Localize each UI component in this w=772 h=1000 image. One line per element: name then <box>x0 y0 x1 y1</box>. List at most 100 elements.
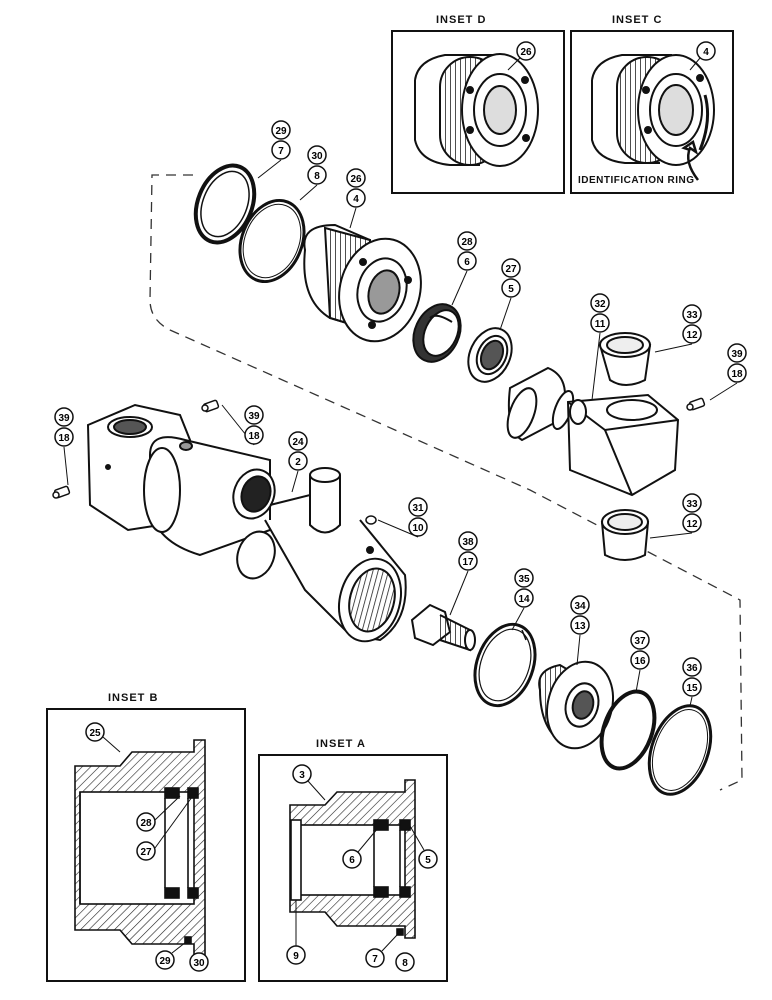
callout-circle <box>54 407 74 427</box>
leader-line <box>499 297 512 331</box>
svg-text:9: 9 <box>293 951 299 962</box>
callout-31-10: 31 10 <box>377 497 428 538</box>
callout-number-top: 24 <box>292 437 304 448</box>
rod-eye-11 <box>566 393 680 497</box>
callout-number-bottom: 17 <box>462 557 474 568</box>
callout-circle <box>590 293 610 313</box>
piston-bolt-17 <box>410 603 476 652</box>
callout-inset-b-25: 25 <box>85 722 121 753</box>
callout-33-12: 33 12 <box>649 493 702 539</box>
leader-line <box>576 634 581 666</box>
svg-text:29: 29 <box>159 956 171 967</box>
callout-number-top: 39 <box>58 413 70 424</box>
svg-text:3: 3 <box>299 770 305 781</box>
svg-text:5: 5 <box>425 855 431 866</box>
callout-circle <box>408 497 428 517</box>
callout-30-8: 30 8 <box>299 145 327 201</box>
leader-line <box>451 270 468 306</box>
callout-circle <box>346 168 366 188</box>
rod-seal-5 <box>467 327 513 383</box>
callout-38-17: 38 17 <box>449 531 478 616</box>
backup-ring-8 <box>238 198 306 284</box>
callout-circle <box>682 657 702 677</box>
callout-inset-a-6: 6 <box>342 827 379 869</box>
callout-number-top: 38 <box>462 537 474 548</box>
callout-number-top: 32 <box>594 299 606 310</box>
callout-number-bottom: 8 <box>314 171 320 182</box>
callout-number-bottom: 10 <box>412 523 424 534</box>
callout-number-top: 36 <box>686 663 698 674</box>
callout-number-bottom: 7 <box>278 146 284 157</box>
leader-line <box>377 519 419 538</box>
callout-number-bottom: 5 <box>508 284 514 295</box>
callout-circle <box>307 145 327 165</box>
callout-circle <box>54 427 74 447</box>
callout-29-7: 297 <box>257 120 291 179</box>
callout-number-top: 34 <box>574 601 586 612</box>
callout-circle <box>570 595 590 615</box>
callout-circle <box>682 304 702 324</box>
callout-number-top: 27 <box>505 264 517 275</box>
callout-circle <box>307 165 327 185</box>
callout-circle <box>727 343 747 363</box>
inset-c-title: INSET C <box>612 14 663 26</box>
callout-number-top: 31 <box>412 503 424 514</box>
callout-number-top: 30 <box>311 151 323 162</box>
svg-text:27: 27 <box>140 847 152 858</box>
callout-inset-c-4: 4 <box>689 41 716 71</box>
callout-circle <box>727 363 747 383</box>
callout-circle <box>458 531 478 551</box>
identification-ring-label: IDENTIFICATION RING <box>578 175 695 186</box>
callout-circle <box>346 188 366 208</box>
set-screw-10 <box>365 515 377 525</box>
callout-number-bottom: 13 <box>574 621 586 632</box>
grease-fitting-18-left <box>52 485 71 499</box>
wiper-seal-6 <box>412 303 462 363</box>
o-ring-16 <box>599 689 657 771</box>
callout-circle <box>514 588 534 608</box>
assembly-dashed-outline <box>149 174 743 791</box>
identification-ring-arrow <box>681 140 699 181</box>
callout-24-2: 242 <box>288 431 308 493</box>
callout-circle <box>458 551 478 571</box>
svg-text:25: 25 <box>89 728 101 739</box>
callout-circle <box>244 405 264 425</box>
callout-circle <box>244 425 264 445</box>
callout-number-bottom: 4 <box>353 194 359 205</box>
callout-number-bottom: 12 <box>686 519 698 530</box>
callout-circle <box>271 120 291 140</box>
callout-inset-b-27: 27 <box>136 796 193 861</box>
leader-line <box>63 446 69 486</box>
piston-13 <box>538 660 614 750</box>
callout-circle <box>457 231 477 251</box>
callout-36-15: 36 15 <box>682 657 702 707</box>
leader-line <box>299 184 318 201</box>
callout-inset-d-26: 26 <box>507 41 536 71</box>
svg-text:26: 26 <box>520 47 532 58</box>
callout-number-top: 33 <box>686 310 698 321</box>
callout-number-top: 33 <box>686 499 698 510</box>
leader-line <box>591 332 601 401</box>
leader-line <box>689 696 693 707</box>
callout-circle <box>288 451 308 471</box>
barrel-tube-2 <box>143 436 407 643</box>
callout-inset-b-28: 28 <box>136 795 181 832</box>
bushing-12-upper <box>598 332 652 386</box>
leader-line <box>257 159 282 179</box>
svg-text:7: 7 <box>372 954 378 965</box>
snap-ring-7 <box>193 163 257 245</box>
callout-number-bottom: 6 <box>464 257 470 268</box>
callout-inset-a-7: 7 <box>365 934 398 968</box>
callout-circle <box>501 278 521 298</box>
callout-number-bottom: 15 <box>686 683 698 694</box>
callout-circle <box>570 615 590 635</box>
callout-number-bottom: 18 <box>58 433 70 444</box>
leader-line <box>654 343 693 353</box>
leader-line <box>511 607 525 631</box>
